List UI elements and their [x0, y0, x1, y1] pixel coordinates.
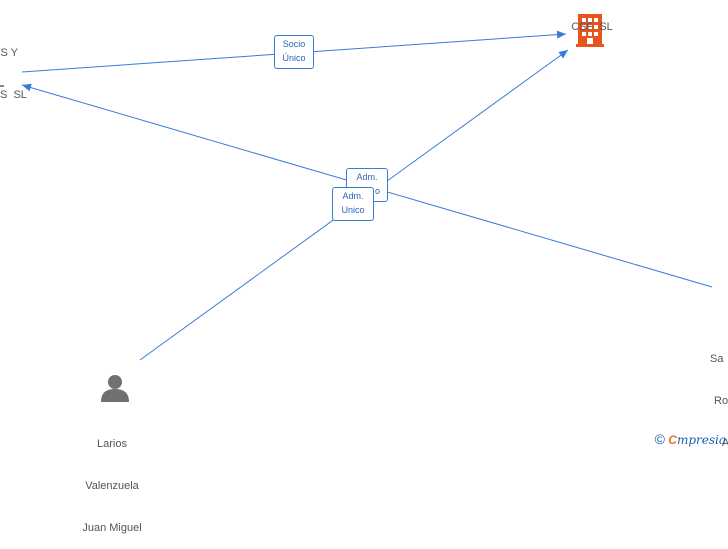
edge-label-adm: Adm. — [342, 191, 364, 201]
edge-label-adm-back-line2: o — [374, 186, 380, 196]
company-left-line2: S SL — [0, 89, 27, 101]
person-icon[interactable] — [101, 375, 129, 402]
person-right-line1: Sa — [710, 353, 724, 365]
brand-logo-letter: C — [668, 433, 677, 447]
copyright-symbol: © — [654, 431, 665, 447]
company-top-name: CSF SL — [571, 21, 613, 33]
company-left-line1: S Y — [0, 47, 18, 59]
person-right-line3: A — [722, 437, 728, 449]
footer-brand[interactable]: © Cmpresia — [655, 431, 726, 447]
edge-label-adm-back-line1: Adm. — [356, 172, 378, 182]
company-left-label[interactable]: S Y S SL — [0, 18, 27, 116]
relationship-graph — [0, 14, 713, 402]
edge-label-socio-unico[interactable]: Socio Único — [274, 35, 314, 69]
edge-label-adm-unico[interactable]: Adm. Unico — [332, 187, 374, 221]
person-right-label[interactable]: Sa Ro A — [710, 324, 728, 464]
company-top-label[interactable]: CSF SL — [562, 0, 622, 48]
node-marker — [0, 85, 4, 87]
edge-label-unico2: Unico — [341, 205, 365, 215]
person-line2: Valenzuela — [85, 480, 139, 492]
edge-label-unico: Único — [282, 53, 306, 63]
person-right-line2: Ro — [714, 395, 728, 407]
building-icon[interactable] — [576, 14, 604, 47]
edge-label-socio: Socio — [282, 39, 306, 49]
person-line1: Larios — [97, 438, 127, 450]
person-bottom-left-label[interactable]: Larios Valenzuela Juan Miguel — [72, 409, 152, 549]
brand-name: mpresia — [676, 433, 726, 447]
person-line3: Juan Miguel — [82, 522, 142, 534]
